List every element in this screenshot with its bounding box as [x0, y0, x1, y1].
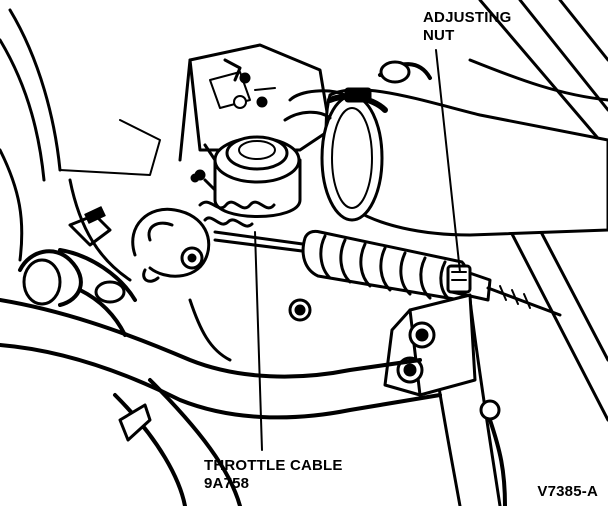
throttle-cable-leader: [254, 231, 263, 451]
throttle-cable-label-line2: 9A758: [204, 475, 249, 492]
figure-code: V7385-A: [537, 483, 598, 500]
leader-lines: [254, 49, 461, 451]
adjusting-nut-leader: [435, 49, 461, 273]
throttle-body-valve: [190, 135, 302, 218]
throttle-cable-label-line1: THROTTLE CABLE: [204, 457, 343, 474]
cable-bracket: [383, 264, 477, 397]
adjusting-nut-label-line2: NUT: [423, 27, 454, 44]
throttle-linkage: [68, 200, 276, 283]
lower-hoses: [0, 148, 507, 506]
intake-tube: [283, 60, 608, 237]
adjusting-nut-label-line1: ADJUSTING: [423, 9, 511, 26]
throttle-cable: [213, 229, 562, 317]
